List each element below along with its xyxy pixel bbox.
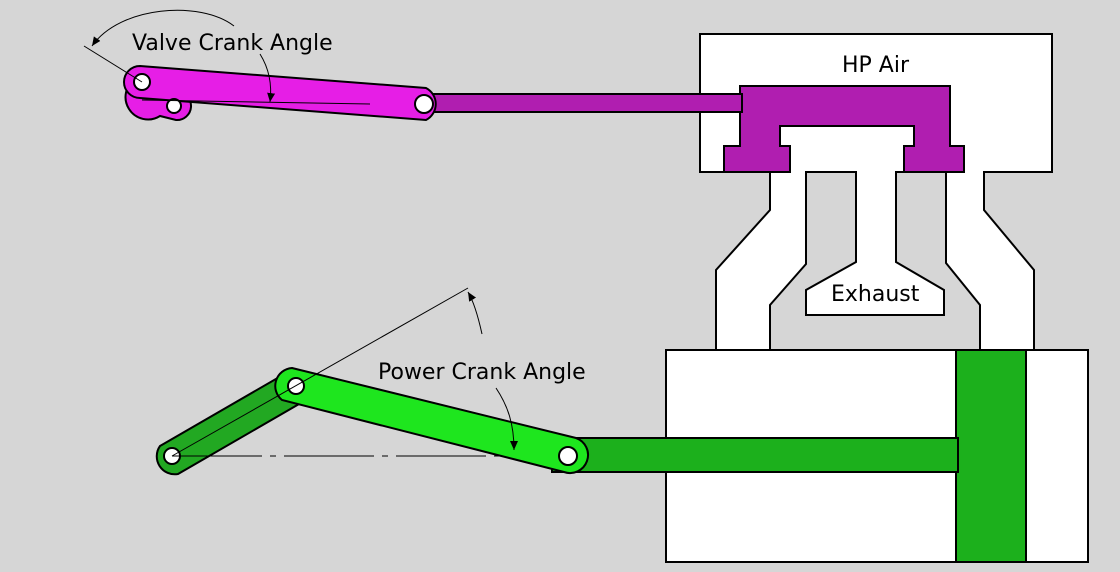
valve-pin-crank [166,98,182,114]
valve-angle-arc [91,9,235,47]
valve-linkage [83,9,437,122]
power-crank-angle-label: Power Crank Angle [378,360,586,385]
piston-head [955,349,1027,563]
power-linkage [155,287,589,476]
valve-angle-leader [83,45,143,83]
spool-body [723,85,965,173]
power-angle-arc-upper [467,291,483,335]
valve-angle-arc-lower [259,53,276,103]
power-angle-leader [171,287,469,457]
valve-pin-right [414,94,434,114]
cylinder [551,349,1089,563]
valve-rod [429,93,743,113]
valve-connecting-rod [123,64,437,122]
exhaust-label: Exhaust [831,282,920,307]
hp-air-label: HP Air [842,53,910,78]
piston-rod [551,437,959,473]
power-angle-arc-lower [495,387,518,451]
power-connecting-rod [274,366,589,475]
power-pin-right [558,446,578,466]
valve-crank-angle-label: Valve Crank Angle [132,31,333,56]
valve-spool [429,85,965,173]
valve-reference-line [141,99,371,105]
